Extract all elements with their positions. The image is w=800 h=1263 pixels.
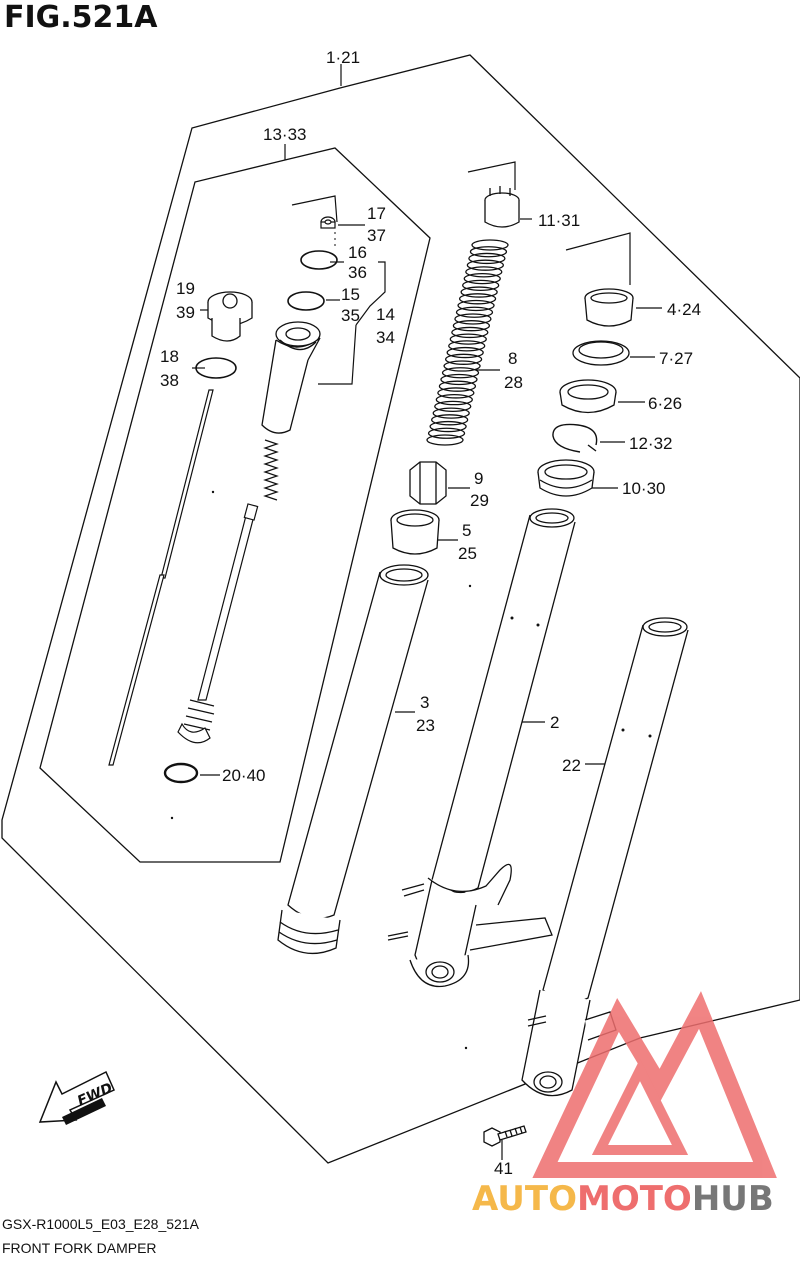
label-4: 4·24 [667,300,701,319]
o-ring-part-16 [300,250,338,270]
label-25: 25 [458,544,477,563]
label-15: 15 [341,285,360,304]
label-9: 9 [474,469,483,488]
label-35: 35 [341,306,360,325]
label-16: 16 [348,243,367,262]
main-spring-part-8 [426,239,509,446]
label-11: 11·31 [538,211,580,230]
spacer-nut-part-9 [409,461,447,505]
nut-part-17 [320,216,336,229]
label-39: 39 [176,303,195,322]
label-10: 10·30 [622,479,665,498]
label-41: 41 [494,1159,513,1178]
label-22: 22 [562,756,581,775]
label-38: 38 [160,371,179,390]
label-1: 1·21 [326,48,360,67]
dust-seal-part-10 [537,459,595,497]
assembly-boundary-tube [467,161,516,190]
watermark-moto: MOTO [577,1179,692,1219]
cartridge-cylinder-part-14 [261,321,321,434]
figure-title: FIG.521A [4,0,158,35]
inner-tube-part-3 [277,564,429,954]
label-29: 29 [470,491,489,510]
watermark-text: AUTOMOTOHUB [472,1179,774,1219]
outer-tube-part-2 [387,508,576,988]
label-3: 3 [420,693,429,712]
tube-markings [170,490,652,1050]
label-37: 37 [367,226,386,245]
part-labels: 1·21 13·33 17 37 16 36 15 35 14 34 19 39… [160,48,701,1178]
long-rod [108,389,214,766]
label-23: 23 [416,716,435,735]
label-8: 8 [508,349,517,368]
figure-code: GSX-R1000L5_E03_E28_521A [2,1216,199,1232]
label-19: 19 [176,279,195,298]
damper-rod [177,503,259,744]
label-18: 18 [160,347,179,366]
label-34: 34 [376,328,395,347]
figure-name: FRONT FORK DAMPER [2,1240,157,1256]
label-28: 28 [504,373,523,392]
assembly-boundary-lower [565,232,631,285]
outer-tube-part-22 [521,617,689,1097]
o-ring-part-20 [163,762,199,784]
bolt-part-41 [483,1125,527,1147]
washer-part-7 [572,340,630,366]
snap-ring-part-12 [552,423,598,453]
watermark-hub: HUB [692,1179,774,1219]
watermark-auto: AUTO [472,1179,577,1219]
label-13: 13·33 [263,125,306,144]
label-17: 17 [367,204,386,223]
svg-text:AUTOMOTOHUB: AUTOMOTOHUB [472,1179,774,1219]
assembly-boundary-inner [291,195,338,223]
assembly-boundary-outer [1,54,800,1164]
o-ring-part-15 [287,291,325,311]
label-5: 5 [462,521,471,540]
oil-seal-part-6 [559,379,617,414]
bushing-part-5 [390,509,440,555]
leader-lines [192,64,662,1160]
watermark-logo [532,991,777,1178]
label-12: 12·32 [629,434,672,453]
label-14: 14 [376,305,395,324]
label-36: 36 [348,263,367,282]
label-7: 7·27 [659,349,693,368]
spring-collar-part-11 [484,186,520,228]
o-ring-part-18 [195,357,237,379]
assembly-boundary-cartridge [39,147,431,863]
cap-bolt-part-19 [207,291,253,342]
fwd-arrow-icon: FWD [38,1070,115,1125]
small-spring [263,439,279,501]
bushing-part-4 [584,288,634,327]
label-6: 6·26 [648,394,682,413]
label-2: 2 [550,713,559,732]
label-20: 20·40 [222,766,265,785]
